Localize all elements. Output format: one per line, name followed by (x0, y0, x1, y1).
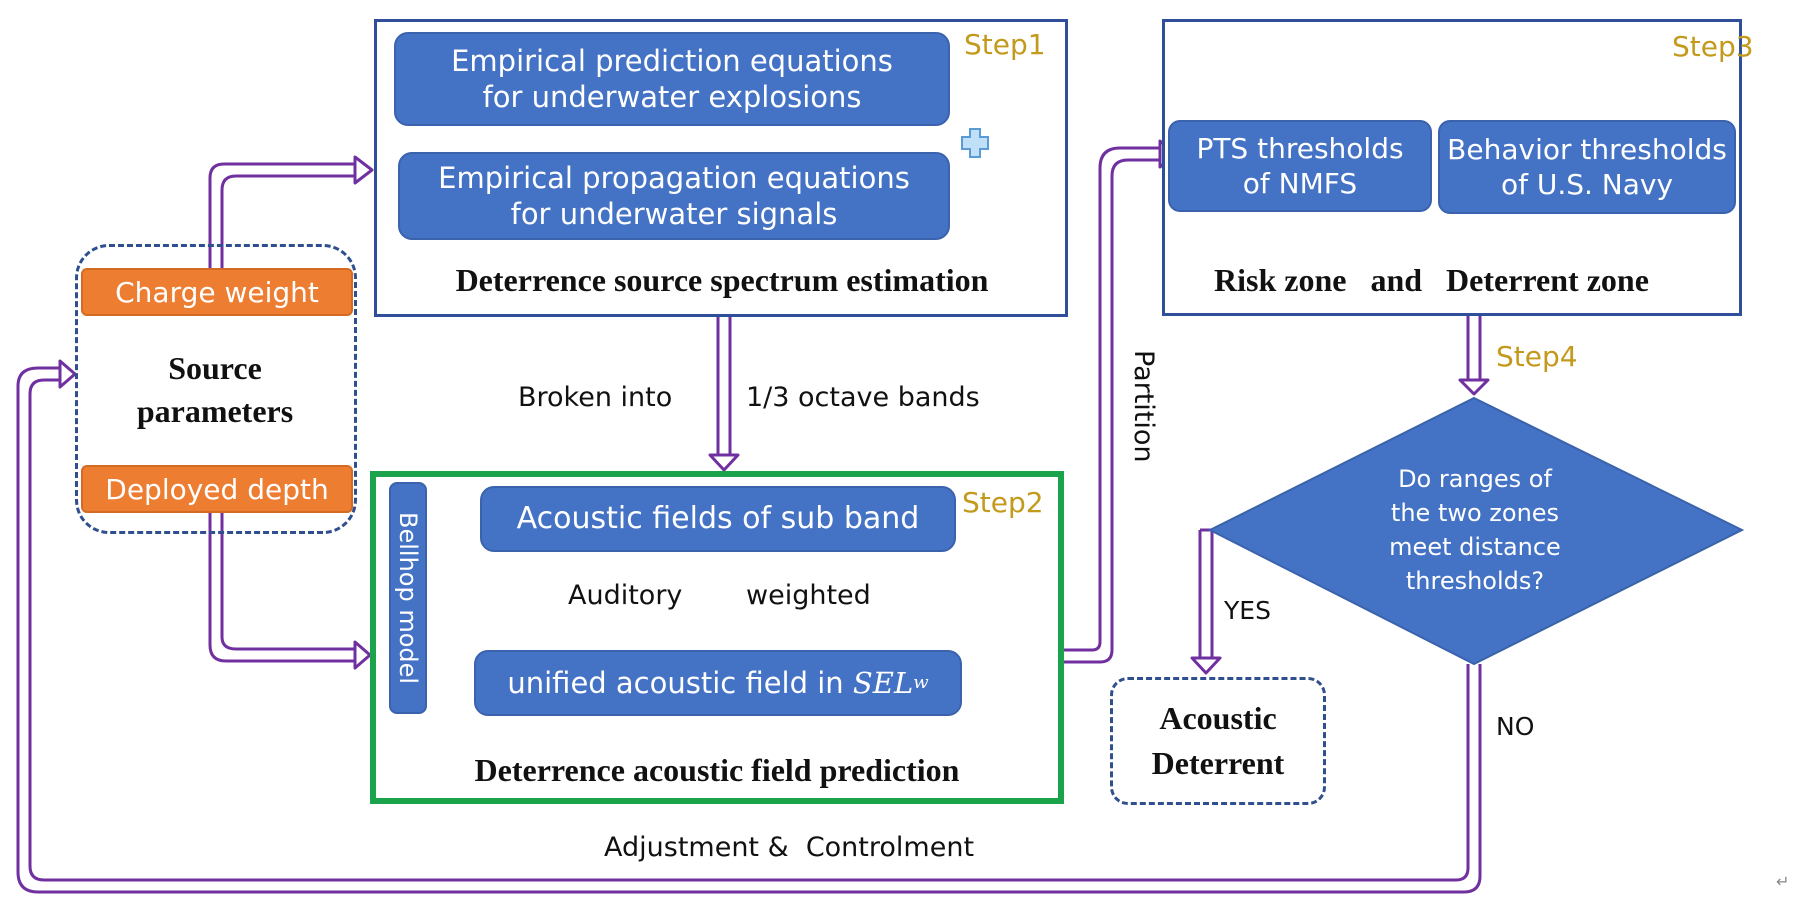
weighted-label: weighted (746, 580, 871, 611)
sel-symbol: SEL (852, 665, 914, 700)
broken-into-label: Broken into (518, 382, 673, 413)
unified-acoustic-field-label: unified acoustic field in (507, 665, 844, 700)
deployed-depth-label: Deployed depth (105, 472, 329, 506)
adjustment-controlment-label: Adjustment & Controlment (604, 832, 975, 863)
step1-label: Step1 (964, 28, 1046, 61)
step1-box1-line1: Empirical prediction equations (451, 43, 893, 78)
decision-question: Do ranges of the two zones meet distance… (1320, 450, 1630, 610)
subband-acoustic-fields-label: Acoustic fields of sub band (516, 501, 920, 537)
step1-caption: Deterrence source spectrum estimation (455, 262, 989, 298)
arrow-deployed-depth-to-step2 (208, 513, 372, 670)
step1-box-prediction-equations: Empirical prediction equations for under… (394, 32, 950, 126)
decision-line-2: the two zones (1390, 498, 1560, 527)
partition-label: Partition (1128, 350, 1159, 463)
step1-box2-line2: for underwater signals (510, 197, 838, 231)
acoustic-deterrent-line1: Acoustic (1159, 700, 1277, 737)
step1-box1-line2: for underwater explosions (482, 80, 862, 114)
source-parameters-title-line2: parameters (136, 393, 294, 429)
arrow-partition-step2-to-step3 (1064, 139, 1178, 664)
and-label: and (1370, 262, 1423, 298)
subband-acoustic-fields-box: Acoustic fields of sub band (480, 486, 956, 552)
source-parameters-group (75, 244, 357, 534)
arrow-step1-to-step2 (708, 316, 740, 472)
source-parameters-title: Source parameters (90, 340, 340, 440)
step2-caption: Deterrence acoustic field prediction (474, 752, 960, 788)
arrow-yes-to-outcome (1190, 528, 1222, 675)
source-parameters-title-line1: Source (168, 349, 262, 386)
acoustic-deterrent-label: Acoustic Deterrent (1110, 677, 1326, 805)
arrow-no-feedback-loop (16, 359, 1482, 894)
deployed-depth-box: Deployed depth (81, 465, 353, 513)
charge-weight-box: Charge weight (81, 268, 353, 316)
sel-subscript: w (913, 671, 929, 693)
plus-icon (960, 127, 990, 159)
charge-weight-label: Charge weight (115, 275, 319, 309)
decision-line-3: meet distance (1389, 533, 1561, 561)
yes-label: YES (1224, 596, 1271, 625)
step2-label: Step2 (962, 486, 1044, 519)
bellhop-model-box: Bellhop model (389, 482, 427, 714)
octave-bands-label: 1/3 octave bands (746, 382, 980, 413)
no-label: NO (1496, 712, 1535, 741)
arrow-charge-weight-to-step1 (208, 155, 374, 268)
decision-diamond (1207, 396, 1745, 666)
auditory-label: Auditory (568, 580, 683, 611)
decision-line-4: thresholds? (1405, 567, 1545, 596)
paragraph-mark-icon: ↵ (1776, 872, 1790, 891)
pts-thresholds-line2: of NMFS (1242, 167, 1358, 200)
acoustic-deterrent-box (1110, 677, 1326, 805)
pts-thresholds-box: PTS thresholds of NMFS (1168, 120, 1432, 212)
decision-line-1: Do ranges of (1398, 464, 1552, 493)
behavior-thresholds-line1: Behavior thresholds (1447, 133, 1727, 166)
risk-zone-label: Risk zone (1214, 262, 1347, 298)
behavior-thresholds-box: Behavior thresholds of U.S. Navy (1438, 120, 1736, 214)
acoustic-deterrent-line2: Deterrent (1151, 745, 1285, 781)
pts-thresholds-line1: PTS thresholds (1196, 132, 1404, 165)
bellhop-model-label: Bellhop model (394, 511, 422, 685)
step1-box-propagation-equations: Empirical propagation equations for unde… (398, 152, 950, 240)
step1-box2-line1: Empirical propagation equations (438, 160, 910, 195)
step3-label: Step3 (1672, 30, 1754, 63)
step3-caption: Risk zone and Deterrent zone (1214, 262, 1649, 299)
behavior-thresholds-line2: of U.S. Navy (1500, 168, 1674, 201)
deterrent-zone-label: Deterrent zone (1446, 262, 1649, 298)
step4-label: Step4 (1496, 340, 1578, 373)
arrow-step3-to-decision (1458, 316, 1490, 396)
